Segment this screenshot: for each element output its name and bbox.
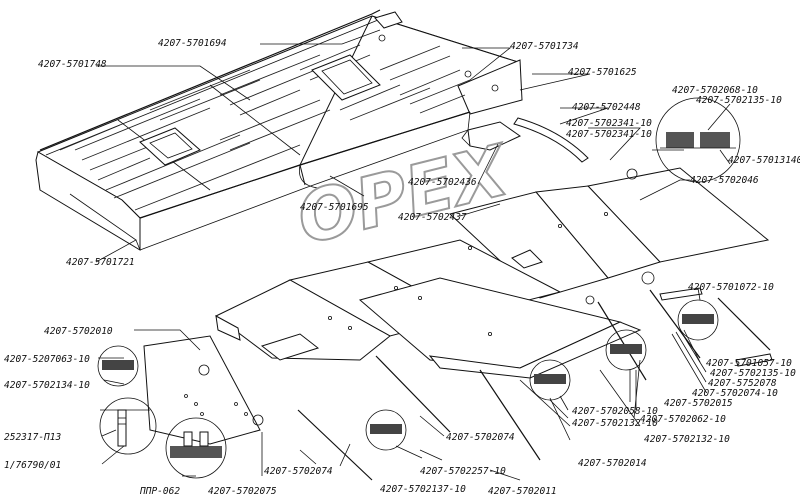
label-4207-5702062: 4207-5702062-10 — [640, 414, 726, 425]
roof-hatch-rear — [311, 54, 381, 101]
label-4207-5701694: 4207-5701694 — [158, 38, 227, 49]
label-4207-5702014: 4207-5702014 — [578, 458, 647, 469]
label-4207-5702137: 4207-5702137-10 — [380, 484, 466, 495]
label-4207-5702074-b: 4207-5702074 — [446, 432, 515, 443]
label-4207-5701748: 4207-5701748 — [38, 59, 107, 70]
label-4207-5702058: 4207-5702058-10 — [572, 406, 658, 417]
label-4207-5702257: 4207-5702257-10 — [420, 466, 506, 477]
label-4207-5702075: 4207-5702075 — [208, 486, 277, 497]
label-4207-5702011: 4207-5702011 — [488, 486, 557, 497]
detail-circle-left — [97, 345, 139, 387]
label-252317-p13: 252317-П13 — [4, 432, 61, 443]
label-4207-5701721: 4207-5701721 — [66, 257, 135, 268]
molding-strip — [513, 117, 589, 163]
floor-panels — [215, 167, 770, 379]
panel-5702010 — [143, 335, 264, 445]
detail-circle-bolt — [99, 397, 157, 455]
label-4207-5702134: 4207-5702134-10 — [4, 380, 90, 391]
roof-assembly — [35, 9, 523, 251]
label-4207-5701734: 4207-5701734 — [510, 41, 579, 52]
label-4207-5701314010: 4207-5701314010 — [728, 155, 800, 166]
detail-circle-seal-1 — [677, 299, 719, 341]
label-4207-5702074-c: 4207-5702074 — [264, 466, 333, 477]
label-4207-5702074-10: 4207-5702074-10 — [692, 388, 778, 399]
detail-circle-seal-2 — [605, 329, 647, 371]
label-4207-5752078: 4207-5752078 — [708, 378, 777, 389]
label-4207-5702132-b: 4207-5702132-10 — [644, 434, 730, 445]
label-ppr-062: ППР-062 — [139, 486, 180, 497]
label-4207-5702015: 4207-5702015 — [664, 398, 733, 409]
label-4207-5702436: 4207-5702436 — [408, 177, 477, 188]
label-4207-5702448: 4207-5702448 — [572, 102, 641, 113]
label-4207-5702341-b: 4207-5702341-10 — [566, 129, 652, 140]
label-4207-5702132-a: 4207-5702132-10 — [572, 418, 658, 429]
label-4207-5702135-b: 4207-5702135-10 — [710, 368, 796, 379]
detail-circle-section — [165, 417, 227, 479]
label-4207-5701695: 4207-5701695 — [300, 202, 369, 213]
label-4207-5701057: 4207-5701057-10 — [706, 358, 792, 369]
detail-circle-seal-4 — [365, 409, 407, 451]
label-4207-5702341-a: 4207-5702341-10 — [566, 118, 652, 129]
label-4207-5702010: 4207-5702010 — [44, 326, 113, 337]
label-4207-5702437: 4207-5702437 — [398, 212, 467, 223]
leader-lines — [69, 29, 731, 481]
label-4207-5702046: 4207-5702046 — [690, 175, 759, 186]
label-4207-5701625: 4207-5701625 — [568, 67, 637, 78]
label-4207-5702135: 4207-5702135-10 — [696, 95, 782, 106]
label-4207-5207063: 4207-5207063-10 — [4, 354, 90, 365]
label-4207-5702068: 4207-5702068-10 — [672, 85, 758, 96]
label-1-76790-01: 1/76790/01 — [4, 460, 61, 471]
part-labels: 4207-5701694 4207-5701734 4207-5701748 4… — [4, 38, 800, 497]
bracket-5702436 — [461, 121, 521, 151]
seal-strips — [297, 287, 773, 481]
detail-circle-top — [655, 97, 741, 183]
label-4207-5701072: 4207-5701072-10 — [688, 282, 774, 293]
roof-hatch-front — [139, 127, 201, 166]
